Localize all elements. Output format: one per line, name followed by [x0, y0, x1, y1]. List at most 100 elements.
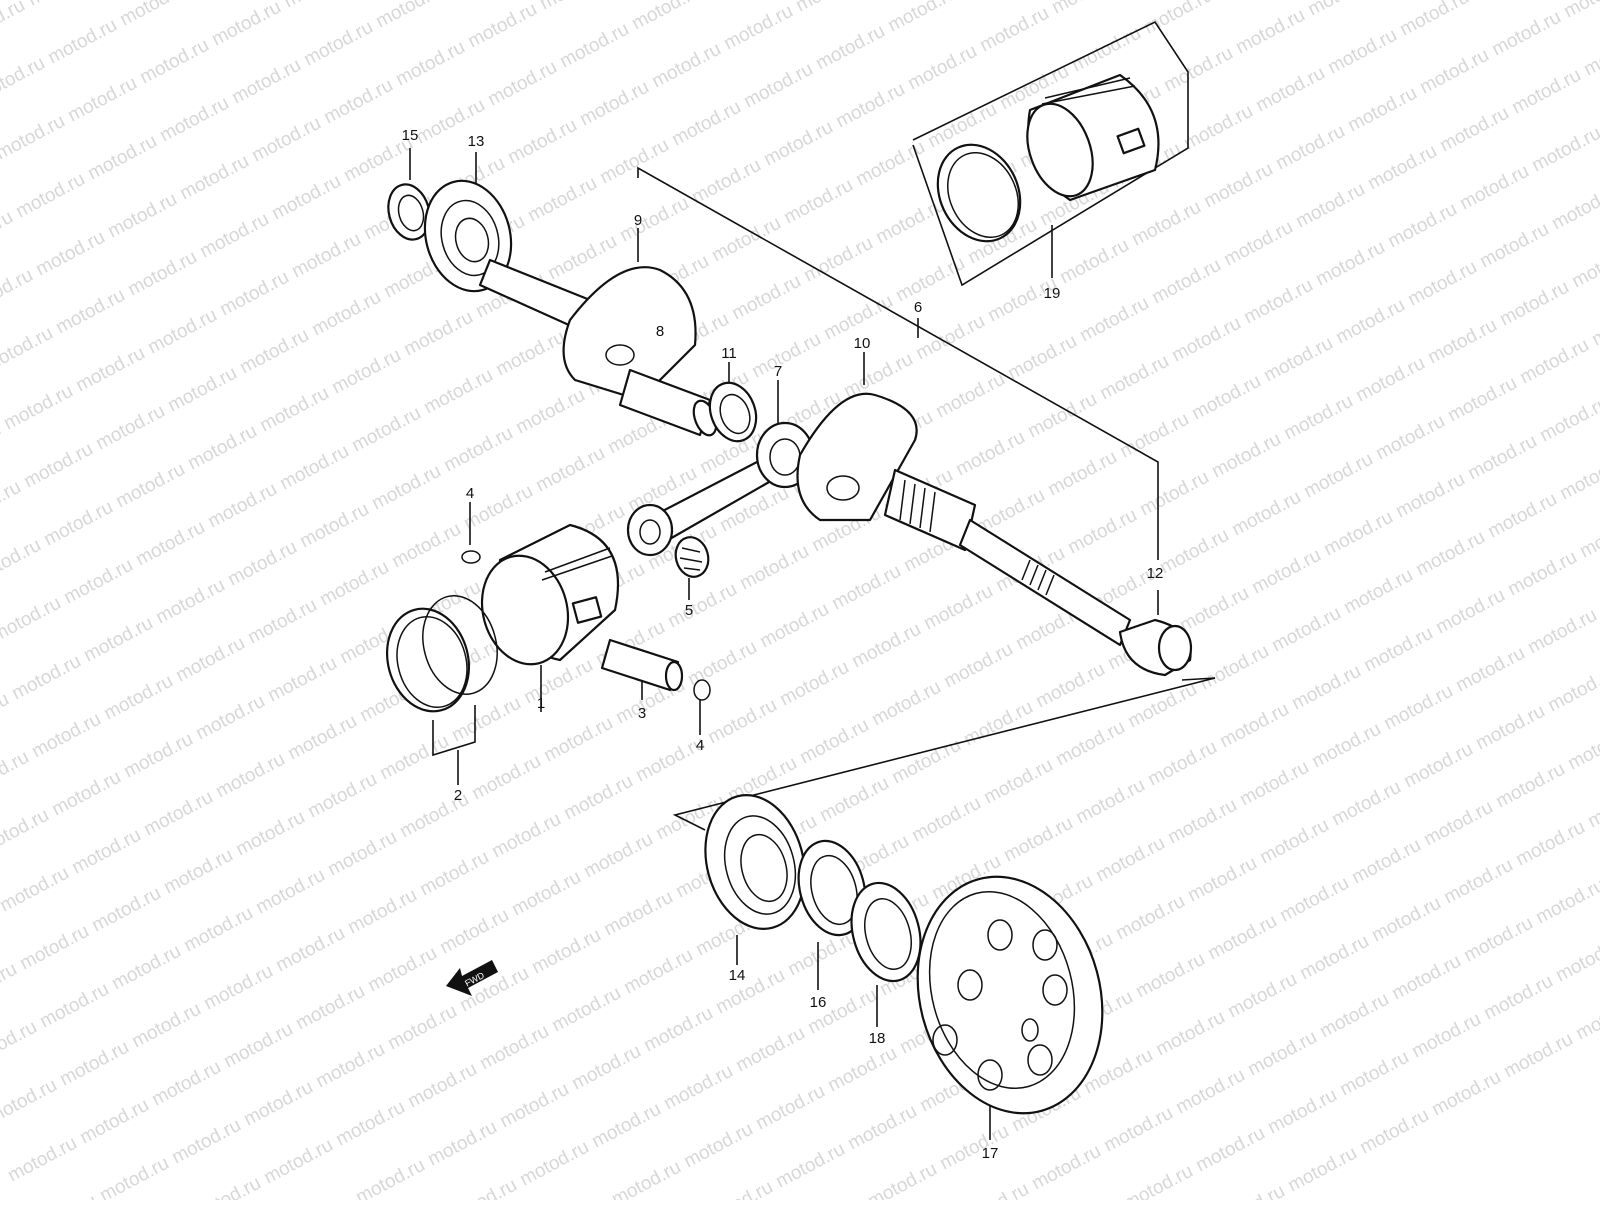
watermark-text: motod.ru	[308, 287, 384, 341]
watermark-text: motod.ru	[288, 229, 364, 283]
watermark-text: motod.ru	[0, 1017, 41, 1071]
watermark-text: motod.ru	[1048, 0, 1124, 18]
watermark-text: motod.ru	[600, 887, 676, 941]
watermark-text: motod.ru	[0, 381, 76, 435]
watermark-text: motod.ru	[1208, 429, 1284, 483]
watermark-text: motod.ru	[204, 479, 280, 533]
watermark-text: motod.ru	[1512, 817, 1588, 871]
watermark-text: motod.ru	[1544, 663, 1600, 717]
watermark-text: motod.ru	[1456, 161, 1532, 215]
watermark-text: motod.ru	[1212, 1181, 1288, 1200]
watermark-text: motod.ru	[1572, 991, 1600, 1045]
watermark-text: motod.ru	[1228, 487, 1304, 541]
watermark-text: motod.ru	[1556, 451, 1600, 505]
watermark-text: motod.ru	[1072, 775, 1148, 829]
callout-13: 13	[468, 133, 485, 150]
watermark-text: motod.ru	[816, 773, 892, 827]
watermark-text: motod.ru	[248, 113, 324, 167]
watermark-text: motod.ru	[640, 1003, 716, 1057]
watermark-text: motod.ru	[80, 613, 156, 667]
watermark-text: motod.ru	[32, 227, 108, 281]
watermark-text: motod.ru	[1412, 527, 1488, 581]
watermark-text: motod.ru	[720, 1, 796, 55]
watermark-text: motod.ru	[1504, 547, 1580, 601]
watermark-text: motod.ru	[1200, 159, 1276, 213]
watermark-text: motod.ru	[1404, 257, 1480, 311]
watermark-text: motod.ru	[12, 169, 88, 223]
watermark-text: motod.ru	[188, 1173, 264, 1200]
watermark-text: motod.ru	[388, 519, 464, 573]
watermark-text: motod.ru	[448, 693, 524, 747]
watermark-text: motod.ru	[732, 1023, 808, 1077]
watermark-text: motod.ru	[0, 1075, 61, 1129]
watermark-text: motod.ru	[1528, 123, 1600, 177]
watermark-text: motod.ru	[908, 793, 984, 847]
watermark-text: motod.ru	[848, 619, 924, 673]
callout-12: 12	[1147, 565, 1164, 582]
watermark-text: motod.ru	[1300, 449, 1376, 503]
watermark-text: motod.ru	[124, 247, 200, 301]
watermark-text: motod.ru	[868, 677, 944, 731]
watermark-text: motod.ru	[1068, 23, 1144, 77]
watermark-text: motod.ru	[1380, 681, 1456, 735]
watermark-text: motod.ru	[548, 983, 624, 1037]
watermark-text: motod.ru	[128, 999, 204, 1053]
watermark-text: motod.ru	[1588, 297, 1600, 351]
watermark-text: motod.ru	[1280, 391, 1356, 445]
watermark-text: motod.ru	[312, 1039, 388, 1093]
watermark-text: motod.ru	[0, 747, 33, 801]
watermark-text: motod.ru	[792, 0, 868, 16]
watermark-text: motod.ru	[36, 979, 112, 1033]
watermark-text: motod.ru	[892, 253, 968, 307]
watermark-text: motod.ru	[1132, 949, 1208, 1003]
watermark-text: motod.ru	[776, 657, 852, 711]
watermark-text: motod.ru	[136, 35, 212, 89]
watermark-text: motod.ru	[1476, 219, 1552, 273]
watermark-text: motod.ru	[384, 1001, 460, 1055]
callout-18: 18	[869, 1030, 886, 1047]
watermark-text: motod.ru	[276, 441, 352, 495]
watermark-text: motod.ru	[1548, 181, 1600, 235]
watermark-text: motod.ru	[1092, 833, 1168, 887]
watermark-text: motod.ru	[416, 847, 492, 901]
watermark-text: motod.ru	[0, 0, 29, 48]
watermark-text: motod.ru	[1052, 717, 1128, 771]
watermark-text: motod.ru	[284, 711, 360, 765]
watermark-text: motod.ru	[668, 97, 744, 151]
watermark-text: motod.ru	[48, 767, 124, 821]
watermark-text: motod.ru	[1468, 0, 1544, 2]
callout-4-bottom: 4	[696, 737, 704, 754]
watermark-text: motod.ru	[1472, 701, 1548, 755]
watermark-text: motod.ru	[484, 57, 560, 111]
watermark-text: motod.ru	[784, 927, 860, 981]
watermark-text: motod.ru	[400, 307, 476, 361]
watermark-text: motod.ru	[264, 653, 340, 707]
watermark-text: motod.ru	[756, 599, 832, 653]
watermark-text: motod.ru	[220, 1019, 296, 1073]
watermark-text: motod.ru	[324, 827, 400, 881]
watermark-text: motod.ru	[1000, 813, 1076, 867]
watermark-text: motod.ru	[56, 1037, 132, 1091]
watermark-text: motod.ru	[1356, 1105, 1432, 1159]
watermark-text: motod.ru	[1432, 585, 1508, 639]
callout-6: 6	[914, 299, 922, 316]
watermark-text: motod.ru	[1140, 0, 1216, 38]
watermark-text: motod.ru	[1308, 719, 1384, 773]
watermark-text: motod.ru	[176, 151, 252, 205]
watermark-text: motod.ru	[164, 363, 240, 417]
watermark-text: motod.ru	[1372, 411, 1448, 465]
watermark-text: motod.ru	[1408, 1009, 1484, 1063]
watermark-text: motod.ru	[664, 579, 740, 633]
watermark-text: motod.ru	[1232, 5, 1308, 59]
watermark-text: motod.ru	[420, 365, 496, 419]
watermark-text: motod.ru	[616, 193, 692, 247]
watermark-text: motod.ru	[96, 1153, 172, 1200]
watermark-text: motod.ru	[272, 923, 348, 977]
watermark-text: motod.ru	[936, 1121, 1012, 1175]
watermark-text: motod.ru	[1316, 989, 1392, 1043]
watermark-text: motod.ru	[1492, 759, 1568, 813]
watermark-text: motod.ru	[0, 863, 73, 917]
watermark-text: motod.ru	[708, 213, 784, 267]
